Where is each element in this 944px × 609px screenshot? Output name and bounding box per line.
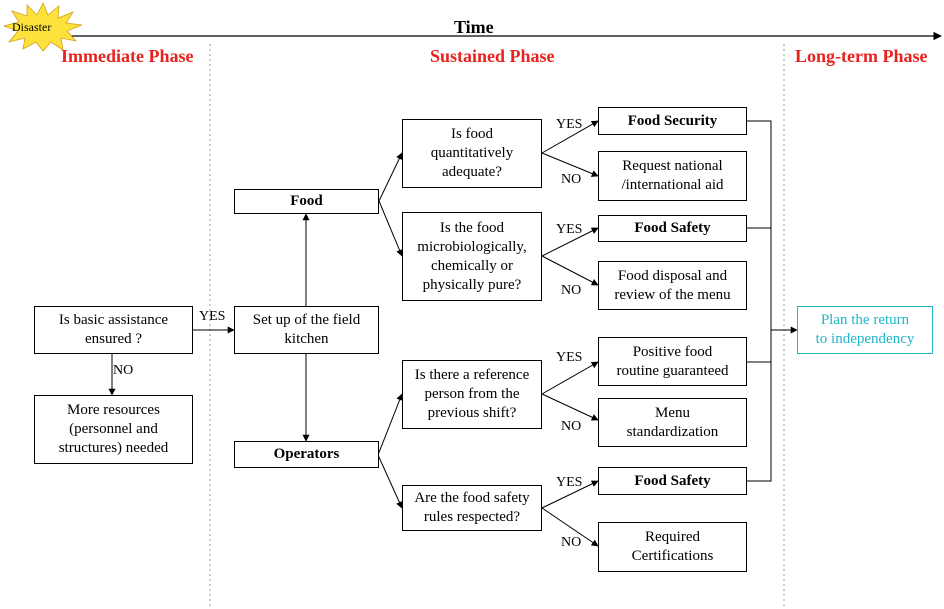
node-plan-return: Plan the return to independency: [797, 306, 933, 354]
edge-q3-yes: [541, 361, 599, 395]
label-no-q1: NO: [561, 172, 582, 187]
edge-positive-routine-plan: [747, 330, 772, 363]
label-yes-q1: YES: [556, 117, 583, 132]
edge-q3-no: [541, 393, 599, 421]
node-food-security: Food Security: [598, 107, 747, 135]
label-no-main: NO: [113, 363, 134, 378]
node-more-resources: More resources (personnel and structures…: [34, 395, 193, 464]
edge-food-safety-2-plan: [747, 330, 772, 482]
label-yes-q4: YES: [556, 475, 583, 490]
label-no-q4: NO: [561, 535, 582, 550]
edge-q1-no: [541, 152, 599, 177]
phase-sustained: Sustained Phase: [430, 46, 555, 66]
node-q-reference: Is there a reference person from the pre…: [402, 360, 542, 429]
edge-operators-q3: [377, 393, 403, 456]
disaster-label: Disaster: [12, 20, 52, 34]
label-yes-q3: YES: [556, 350, 583, 365]
node-menu-standardization: Menu standardization: [598, 398, 747, 447]
node-food-disposal: Food disposal and review of the menu: [598, 261, 747, 310]
node-field-kitchen: Set up of the field kitchen: [234, 306, 379, 354]
node-food-safety-2: Food Safety: [598, 467, 747, 495]
node-certifications: Required Certifications: [598, 522, 747, 572]
edge-q4-no: [541, 507, 599, 547]
phase-long-term: Long-term Phase: [795, 46, 928, 66]
edge-q2-yes: [541, 227, 599, 257]
label-no-q2: NO: [561, 283, 582, 298]
node-operators: Operators: [234, 441, 379, 468]
edge-q4-yes: [541, 480, 599, 509]
edge-q2-no: [541, 255, 599, 286]
phase-immediate: Immediate Phase: [61, 46, 194, 66]
edge-food-q2: [378, 200, 403, 257]
label-yes-main: YES: [199, 309, 226, 324]
node-q-rules: Are the food safety rules respected?: [402, 485, 542, 531]
disaster-burst-icon: [3, 2, 83, 52]
time-axis-label: Time: [454, 17, 494, 37]
edge-operators-q4: [377, 454, 403, 509]
edge-food-q1: [378, 152, 403, 202]
node-food: Food: [234, 189, 379, 214]
node-positive-routine: Positive food routine guaranteed: [598, 337, 747, 386]
label-no-q3: NO: [561, 419, 582, 434]
label-yes-q2: YES: [556, 222, 583, 237]
edge-food-security-plan: [747, 120, 772, 330]
node-food-safety-1: Food Safety: [598, 215, 747, 242]
node-request-aid: Request national /international aid: [598, 151, 747, 201]
node-q-purity: Is the food microbiologically, chemicall…: [402, 212, 542, 301]
node-basic-assistance: Is basic assistance ensured ?: [34, 306, 193, 354]
node-q-quantity: Is food quantitatively adequate?: [402, 119, 542, 188]
edge-q1-yes: [541, 120, 599, 154]
